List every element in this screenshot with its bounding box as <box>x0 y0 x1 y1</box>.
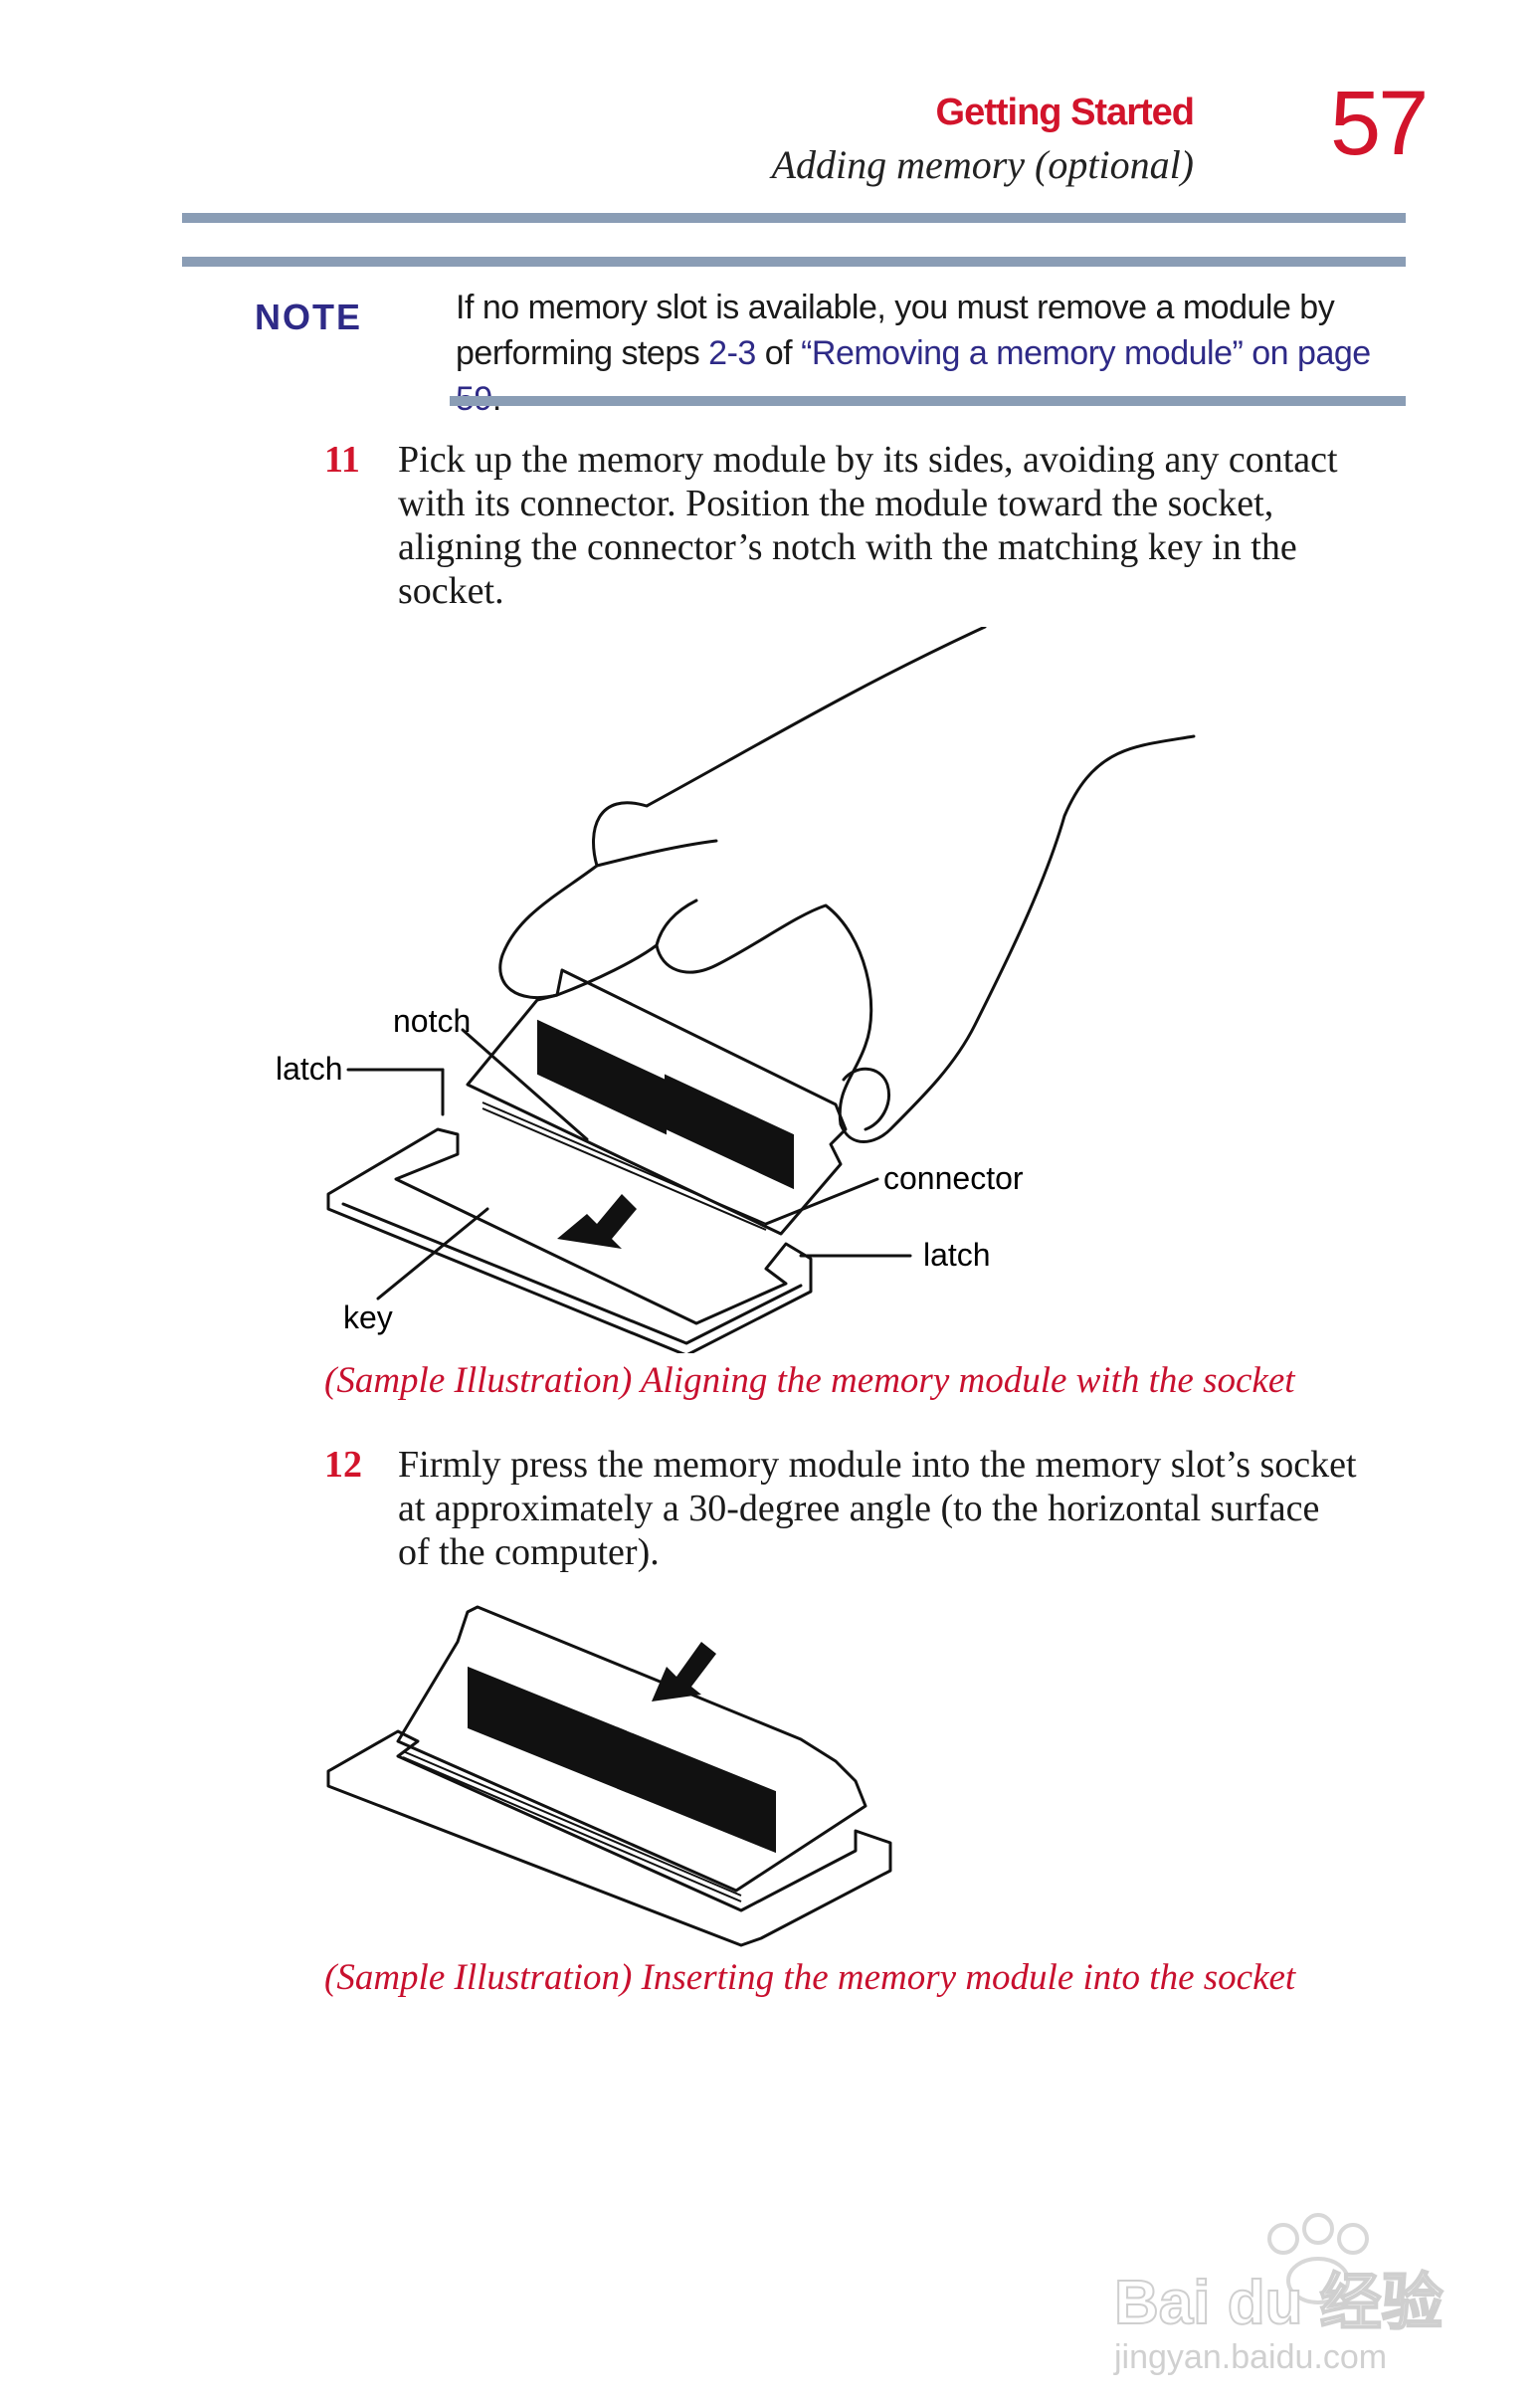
connector-pins <box>402 1756 742 1902</box>
header-rule-bottom <box>182 257 1406 267</box>
note-middle: of <box>755 334 802 372</box>
memory-chip <box>537 1019 667 1135</box>
label-latch-right: latch <box>923 1237 991 1273</box>
thumb <box>842 1067 890 1131</box>
watermark-brand: Bai du 经验 <box>1114 2269 1444 2337</box>
steps-link[interactable]: 2-3 <box>708 334 756 372</box>
step-12-line: of the computer). <box>398 1531 660 1573</box>
step-11-line: Pick up the memory module by its sides, … <box>398 439 1338 481</box>
step-11-line: aligning the connector’s notch with the … <box>398 526 1297 568</box>
connector-pins <box>481 1101 767 1225</box>
figure-inserting-module <box>326 1605 892 1947</box>
figure-2-caption: (Sample Illustration) Inserting the memo… <box>324 1957 1296 1998</box>
hand <box>498 627 1196 1143</box>
step-11-line: with its connector. Position the module … <box>398 483 1274 524</box>
socket-frame <box>326 1729 892 1947</box>
page-number: 57 <box>1330 73 1429 174</box>
note-prefix: performing steps <box>456 334 709 372</box>
section-title: Adding memory (optional) <box>771 142 1194 187</box>
leader-notch <box>461 1028 589 1141</box>
finger-line <box>595 839 718 868</box>
memory-chip <box>468 1666 627 1793</box>
step-11-text: Pick up the memory module by its sides, … <box>398 438 1403 613</box>
socket-inner-edge <box>341 1202 803 1345</box>
note-label: NOTE <box>255 297 363 337</box>
memory-chip <box>617 1726 776 1854</box>
chapter-title: Getting Started <box>935 92 1195 133</box>
baidu-watermark: Bai du 经验 jingyan.baidu.com <box>1104 2209 1482 2378</box>
leader-key <box>376 1207 489 1300</box>
label-key: key <box>343 1300 393 1335</box>
connector-pins <box>481 1107 767 1231</box>
memory-module <box>466 968 848 1236</box>
step-12-text: Firmly press the memory module into the … <box>398 1443 1403 1574</box>
baidu-paw-icon: Bai du 经验 jingyan.baidu.com <box>1113 2213 1444 2376</box>
memory-chip <box>665 1074 794 1190</box>
connector-pins <box>402 1750 742 1897</box>
step-11-number: 11 <box>324 439 360 481</box>
memory-module <box>396 1605 867 1893</box>
label-connector: connector <box>883 1160 1024 1196</box>
note-text: If no memory slot is available, you must… <box>456 285 1401 422</box>
finger-line <box>655 899 698 947</box>
step-12-number: 12 <box>324 1444 362 1486</box>
step-12-line: Firmly press the memory module into the … <box>398 1444 1357 1486</box>
header-rule-top <box>182 213 1406 223</box>
figure-aligning-module: notch latch connector latch key <box>276 627 1196 1353</box>
label-latch-left: latch <box>276 1051 343 1087</box>
note-rule <box>450 396 1406 406</box>
leader-connector <box>764 1177 879 1226</box>
socket-frame <box>326 1127 813 1353</box>
insert-arrow <box>557 1194 637 1249</box>
step-11-line: socket. <box>398 570 504 612</box>
press-arrow <box>652 1642 716 1701</box>
step-12-line: at approximately a 30-degree angle (to t… <box>398 1488 1320 1529</box>
label-notch: notch <box>393 1003 471 1039</box>
figure-1-caption: (Sample Illustration) Aligning the memor… <box>324 1360 1295 1401</box>
watermark-url: jingyan.baidu.com <box>1113 2338 1387 2376</box>
note-line-2: performing steps 2-3 of “Removing a memo… <box>456 330 1401 422</box>
note-line-1: If no memory slot is available, you must… <box>456 289 1335 326</box>
